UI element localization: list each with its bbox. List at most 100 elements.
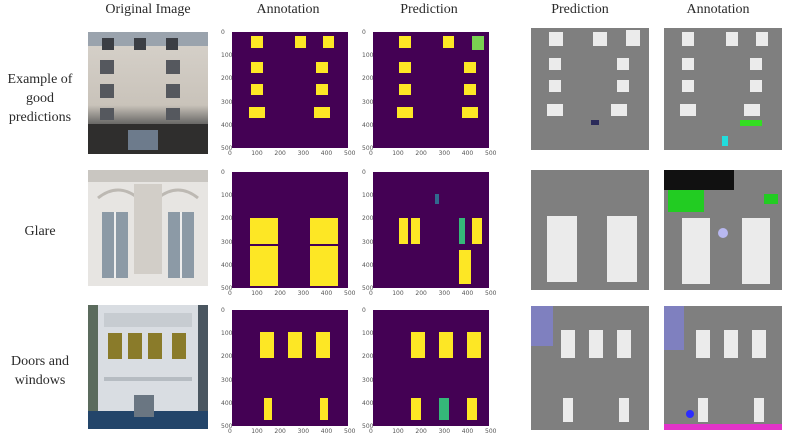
row-label-line: windows	[14, 373, 66, 388]
x-tick-label: 500	[344, 290, 356, 297]
y-tick-label: 100	[362, 52, 374, 60]
x-tick-label: 500	[485, 428, 497, 435]
x-tick-label: 300	[297, 290, 310, 297]
window-mask	[314, 107, 330, 118]
window-mask	[411, 332, 425, 358]
row-label-good-predictions: Example of good predictions	[0, 70, 80, 127]
y-tick-label: 300	[362, 238, 374, 246]
x-tick-label: 300	[297, 150, 310, 157]
y-tick-label: 100	[221, 192, 233, 200]
x-tick-label: 400	[461, 428, 474, 435]
window-region	[549, 80, 561, 92]
x-tick-label: 400	[461, 150, 474, 157]
window-region	[750, 80, 762, 92]
window-mask	[462, 107, 478, 118]
y-tick-label: 0	[362, 307, 366, 314]
y-tick-label: 500	[362, 423, 374, 430]
window-mask	[323, 36, 334, 48]
window-region	[680, 104, 696, 116]
facade-illustration	[88, 170, 208, 278]
y-tick-label: 300	[362, 98, 374, 106]
y-tick-label: 300	[221, 238, 233, 246]
window-mask	[251, 84, 263, 95]
door-mask	[467, 398, 477, 420]
window-mask	[399, 218, 408, 244]
window-region	[742, 218, 770, 284]
window-region	[726, 32, 738, 46]
y-tick-label: 100	[362, 192, 374, 200]
row-label-line: predictions	[8, 110, 72, 125]
prediction-mask-row3	[373, 310, 489, 426]
window-mask	[295, 36, 306, 48]
x-tick-label: 0	[228, 150, 232, 157]
x-tick-label: 500	[344, 150, 356, 157]
door-region	[619, 398, 629, 422]
sky-region	[664, 306, 684, 350]
window-mask	[260, 332, 274, 358]
window-mask	[250, 218, 278, 244]
row-label-doors-windows: Doors and windows	[0, 352, 80, 390]
x-tick-label: 500	[344, 428, 356, 435]
vegetation-region	[668, 190, 704, 212]
x-tick-label: 500	[485, 150, 497, 157]
window-region	[752, 330, 766, 358]
y-tick-label: 300	[362, 376, 374, 384]
prediction-mask-row1	[373, 32, 489, 148]
y-tick-label: 0	[221, 169, 225, 176]
y-tick-label: 400	[221, 399, 233, 407]
window-mask	[397, 107, 413, 118]
x-tick-label: 300	[438, 428, 451, 435]
row-label-glare: Glare	[0, 222, 80, 241]
row-label-line: Example of	[7, 72, 73, 87]
y-tick-label: 500	[362, 285, 374, 292]
window-region	[724, 330, 738, 358]
x-tick-label: 400	[320, 428, 333, 435]
annotation-mask-row1	[232, 32, 348, 148]
door-mask	[264, 398, 272, 420]
original-photo-row3	[88, 305, 208, 429]
y-tick-label: 100	[362, 330, 374, 338]
x-tick-label: 300	[438, 290, 451, 297]
vegetation-region	[764, 194, 778, 204]
window-region	[750, 58, 762, 70]
misc-region	[722, 136, 728, 146]
x-tick-label: 0	[369, 150, 373, 157]
door-region	[754, 398, 764, 422]
window-region	[593, 32, 607, 46]
x-tick-label: 0	[228, 428, 232, 435]
header-original-image: Original Image	[105, 2, 191, 17]
window-mask	[251, 36, 263, 48]
ground-region	[664, 424, 782, 430]
window-mask	[472, 36, 484, 50]
annotation-color-row1	[664, 28, 782, 150]
window-region	[682, 80, 694, 92]
window-mask	[459, 218, 465, 244]
header-prediction: Prediction	[400, 2, 458, 17]
window-mask	[459, 250, 471, 284]
door-mask	[439, 398, 449, 420]
vegetation-region	[740, 120, 762, 126]
window-region	[696, 330, 710, 358]
x-tick-label: 300	[297, 428, 310, 435]
original-photo-row1	[88, 32, 208, 154]
y-tick-label: 400	[221, 121, 233, 129]
y-tick-label: 200	[362, 353, 374, 361]
y-tick-label: 200	[362, 215, 374, 223]
door-region	[563, 398, 573, 422]
x-tick-label: 400	[320, 150, 333, 157]
header-annotation-color: Annotation	[686, 2, 750, 17]
annotation-color-row2	[664, 170, 782, 290]
x-tick-label: 200	[274, 150, 286, 157]
misc-region	[591, 120, 599, 125]
x-tick-label: 100	[251, 150, 263, 157]
y-tick-label: 500	[221, 423, 233, 430]
window-region	[682, 32, 694, 46]
row-label-line: good	[26, 91, 54, 106]
original-photo-row2	[88, 170, 208, 286]
window-mask	[250, 246, 278, 286]
y-tick-label: 300	[221, 98, 233, 106]
window-region	[682, 218, 710, 284]
x-tick-label: 300	[438, 150, 451, 157]
window-mask	[310, 246, 338, 286]
y-tick-label: 200	[221, 215, 233, 223]
